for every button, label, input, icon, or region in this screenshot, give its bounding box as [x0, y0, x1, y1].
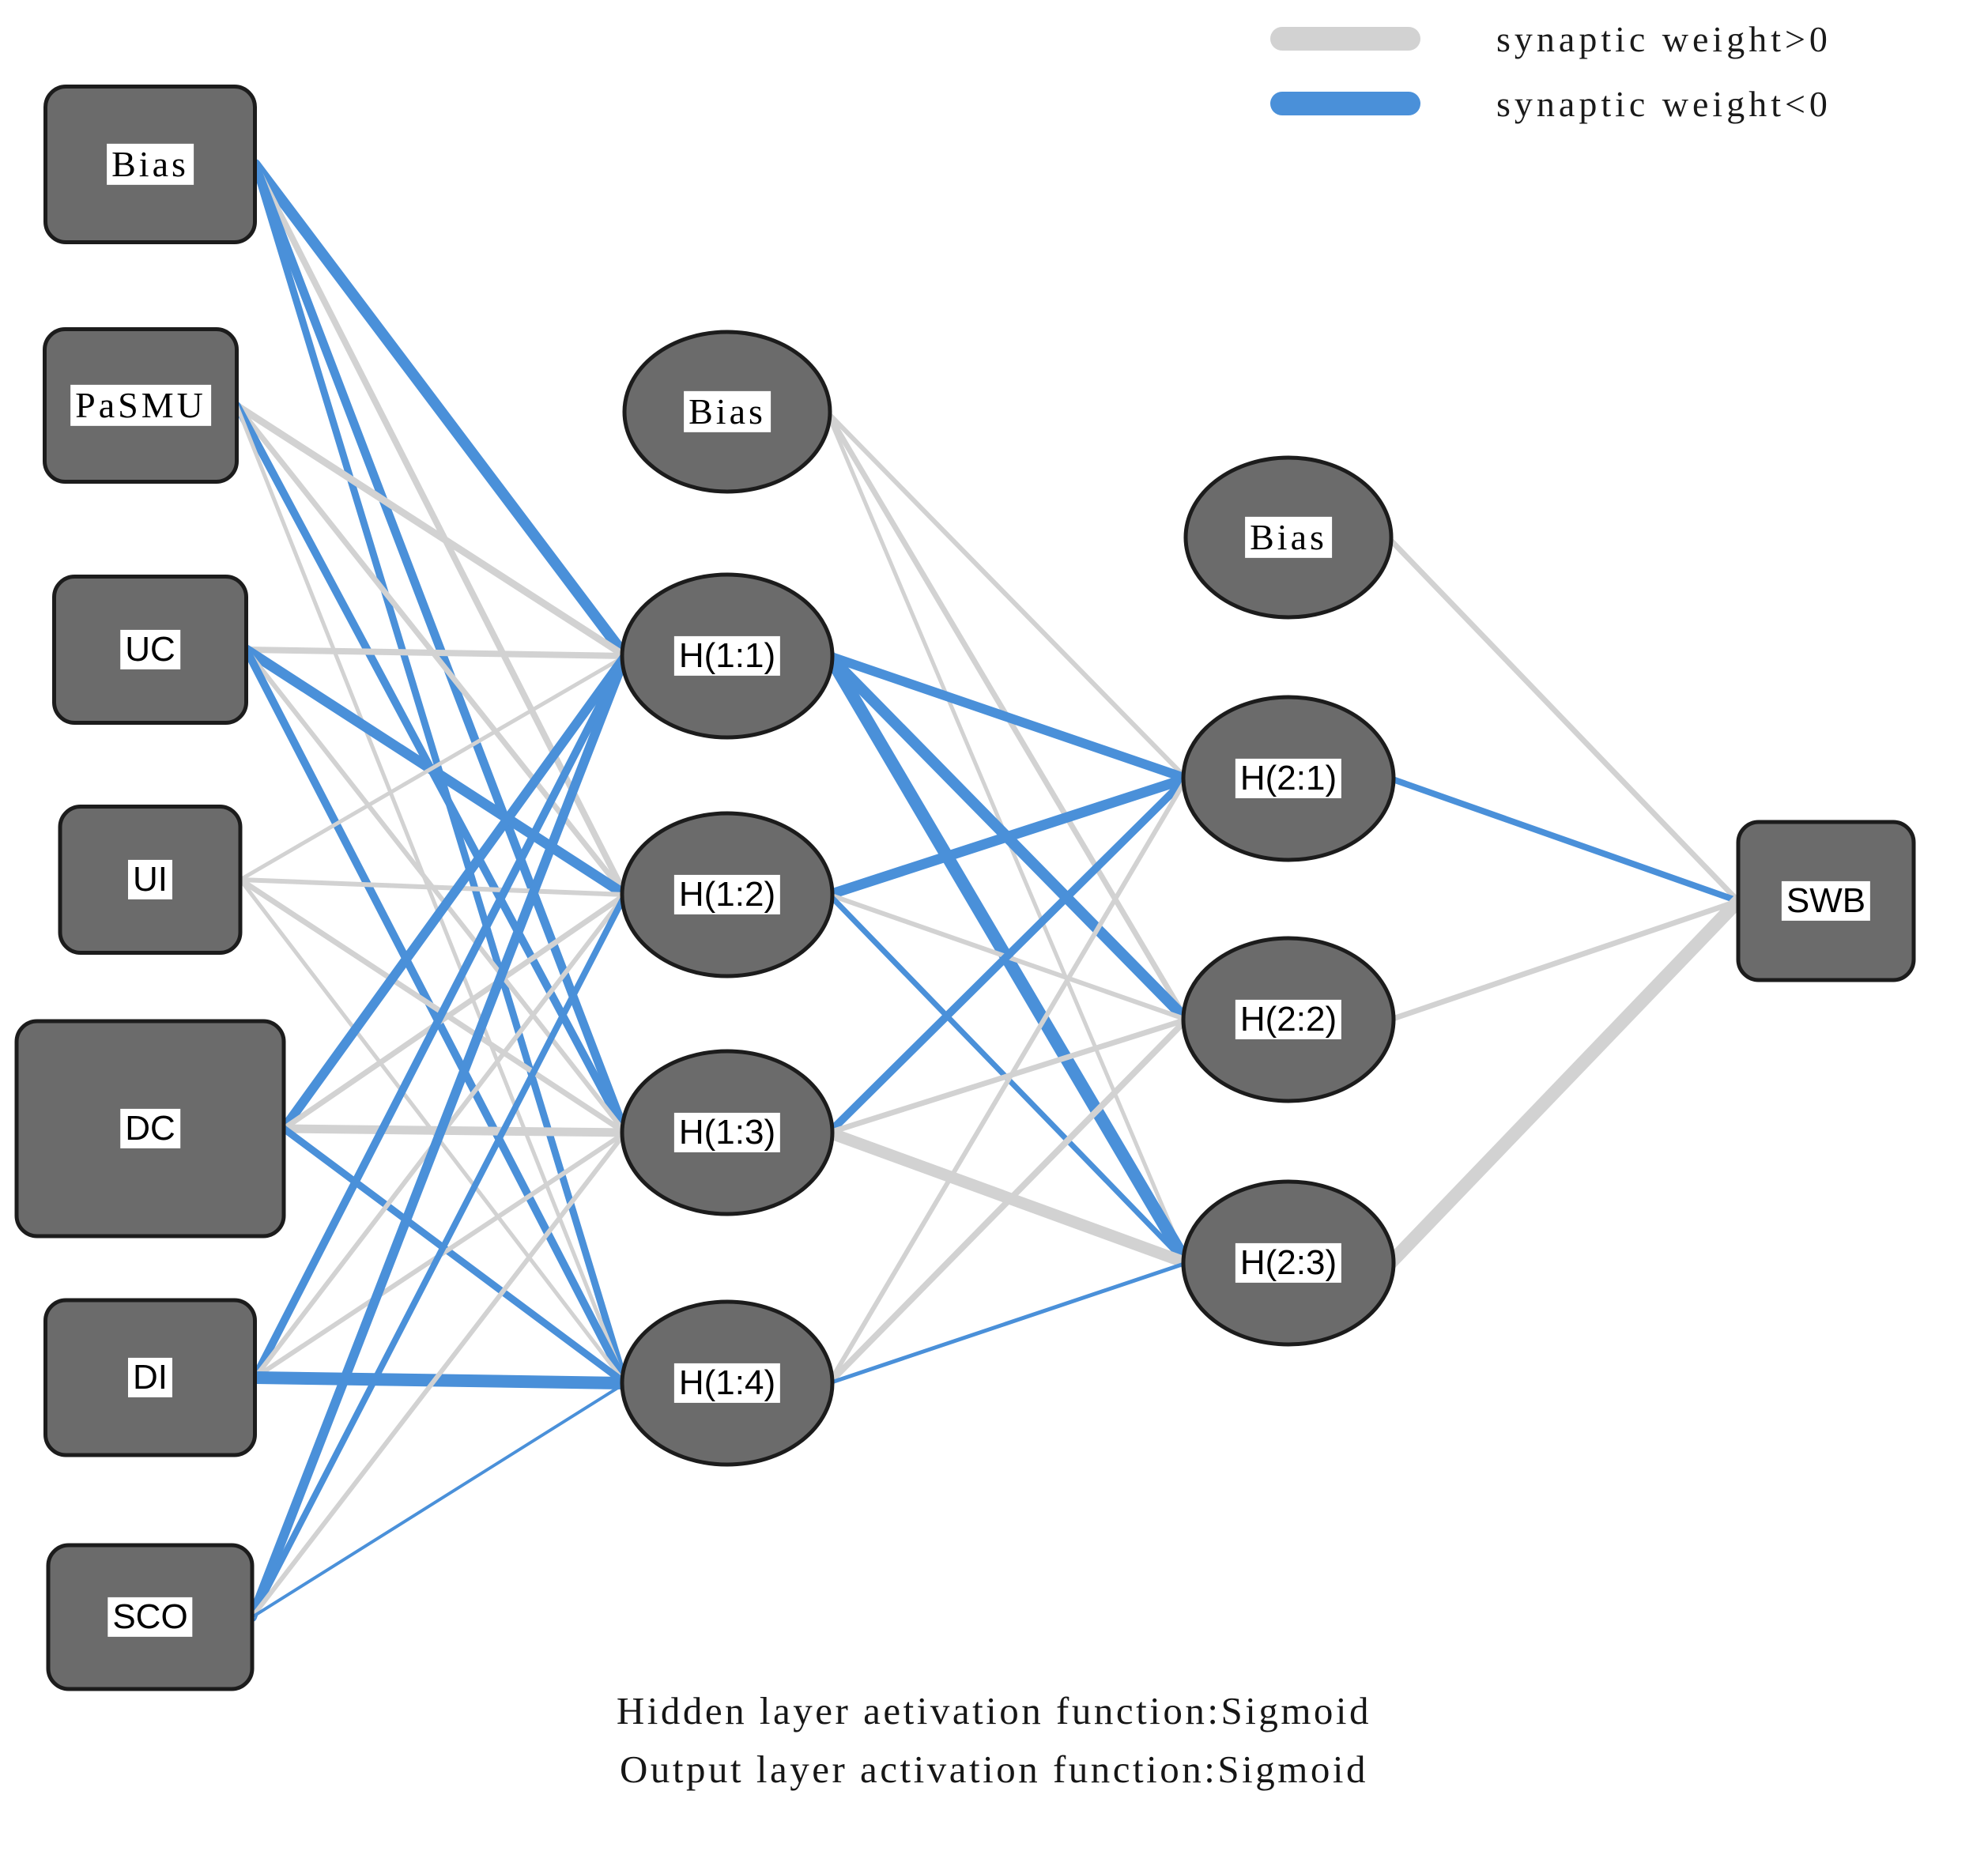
node-label-in_sco: SCO: [108, 1597, 193, 1638]
edge-in_di-to-h1_1: [251, 652, 629, 1382]
node-label-in_bias: Bias: [107, 143, 194, 186]
legend-item-negative: synaptic weight<0: [1270, 71, 1966, 136]
edge-in_sco-to-h1_3: [250, 1130, 628, 1619]
edge-in_uc-to-h1_4: [242, 646, 629, 1387]
node-label-h2_2: H(2:2): [1235, 999, 1342, 1040]
legend-item-positive: synaptic weight>0: [1270, 6, 1966, 71]
node-label-h11_bias: Bias: [684, 390, 771, 433]
output-layer-activation-caption: Output layer activation function:Sigmoid: [620, 1748, 1368, 1792]
node-label-in_ui: UI: [128, 859, 172, 900]
edge-in_pasmu-to-h1_1: [233, 402, 629, 660]
edge-in_di-to-h1_4: [248, 1371, 632, 1389]
legend-label-positive: synaptic weight>0: [1496, 18, 1831, 59]
edge-in_bias-to-h1_3: [251, 160, 630, 1137]
edge-in_bias-to-h1_1: [249, 159, 631, 662]
node-label-in_dc: DC: [120, 1108, 180, 1149]
node-label-h1_2: H(1:2): [673, 874, 781, 915]
edge-in_ui-to-h1_2: [238, 877, 628, 897]
edge-h1_3-to-h2_2: [826, 1016, 1190, 1136]
edge-in_ui-to-h1_3: [237, 877, 628, 1136]
edge-in_dc-to-h1_2: [281, 892, 628, 1132]
captions-block: Hidden layer aetivation function:Sigmoid…: [0, 1682, 1988, 1800]
legend: synaptic weight>0 synaptic weight<0: [1270, 6, 1966, 136]
node-label-out_swb: SWB: [1781, 880, 1871, 922]
positive-weight-swatch: [1270, 27, 1420, 51]
node-label-h1_3: H(1:3): [673, 1112, 781, 1153]
edge-h2_2-to-out_swb: [1387, 898, 1741, 1023]
node-label-in_pasmu: PaSMU: [70, 384, 211, 427]
node-label-h1_1: H(1:1): [673, 635, 781, 677]
edge-in_dc-to-h1_4: [280, 1125, 629, 1387]
edge-h1_1-to-h2_1: [824, 651, 1191, 783]
node-label-h21_bias: Bias: [1245, 516, 1332, 559]
edge-in_ui-to-h1_1: [238, 654, 628, 882]
edge-h1_2-to-h2_1: [824, 773, 1192, 900]
edge-h11_bias-to-h2_1: [824, 409, 1189, 781]
edge-in_sco-to-h1_4: [251, 1382, 627, 1619]
edge-in_sco-to-h1_2: [249, 892, 628, 1620]
edge-in_uc-to-h1_3: [243, 647, 628, 1135]
node-label-h2_3: H(2:3): [1235, 1242, 1342, 1284]
edge-h2_3-to-out_swb: [1383, 894, 1745, 1270]
node-label-h2_1: H(2:1): [1235, 758, 1342, 799]
edge-in_dc-to-h1_1: [279, 651, 630, 1133]
edges-group: [232, 159, 1745, 1622]
node-label-in_uc: UC: [120, 629, 180, 670]
edge-h2_1-to-out_swb: [1387, 775, 1741, 904]
edge-h1_3-to-h2_1: [825, 775, 1190, 1137]
negative-weight-swatch: [1270, 92, 1420, 115]
node-label-h1_4: H(1:4): [673, 1363, 781, 1404]
edge-in_uc-to-h1_1: [243, 647, 628, 659]
node-label-in_di: DI: [128, 1357, 172, 1398]
hidden-layer-activation-caption: Hidden layer aetivation function:Sigmoid: [616, 1689, 1372, 1732]
edge-in_dc-to-h1_3: [279, 1124, 630, 1137]
edge-in_uc-to-h1_2: [241, 644, 631, 900]
legend-label-negative: synaptic weight<0: [1496, 83, 1831, 124]
edge-h1_4-to-h2_1: [827, 776, 1189, 1386]
edge-h1_4-to-h2_3: [827, 1261, 1189, 1386]
edge-in_sco-to-h1_1: [247, 651, 630, 1622]
edge-h21_bias-to-out_swb: [1385, 534, 1741, 904]
edge-h1_4-to-h2_2: [826, 1016, 1190, 1386]
